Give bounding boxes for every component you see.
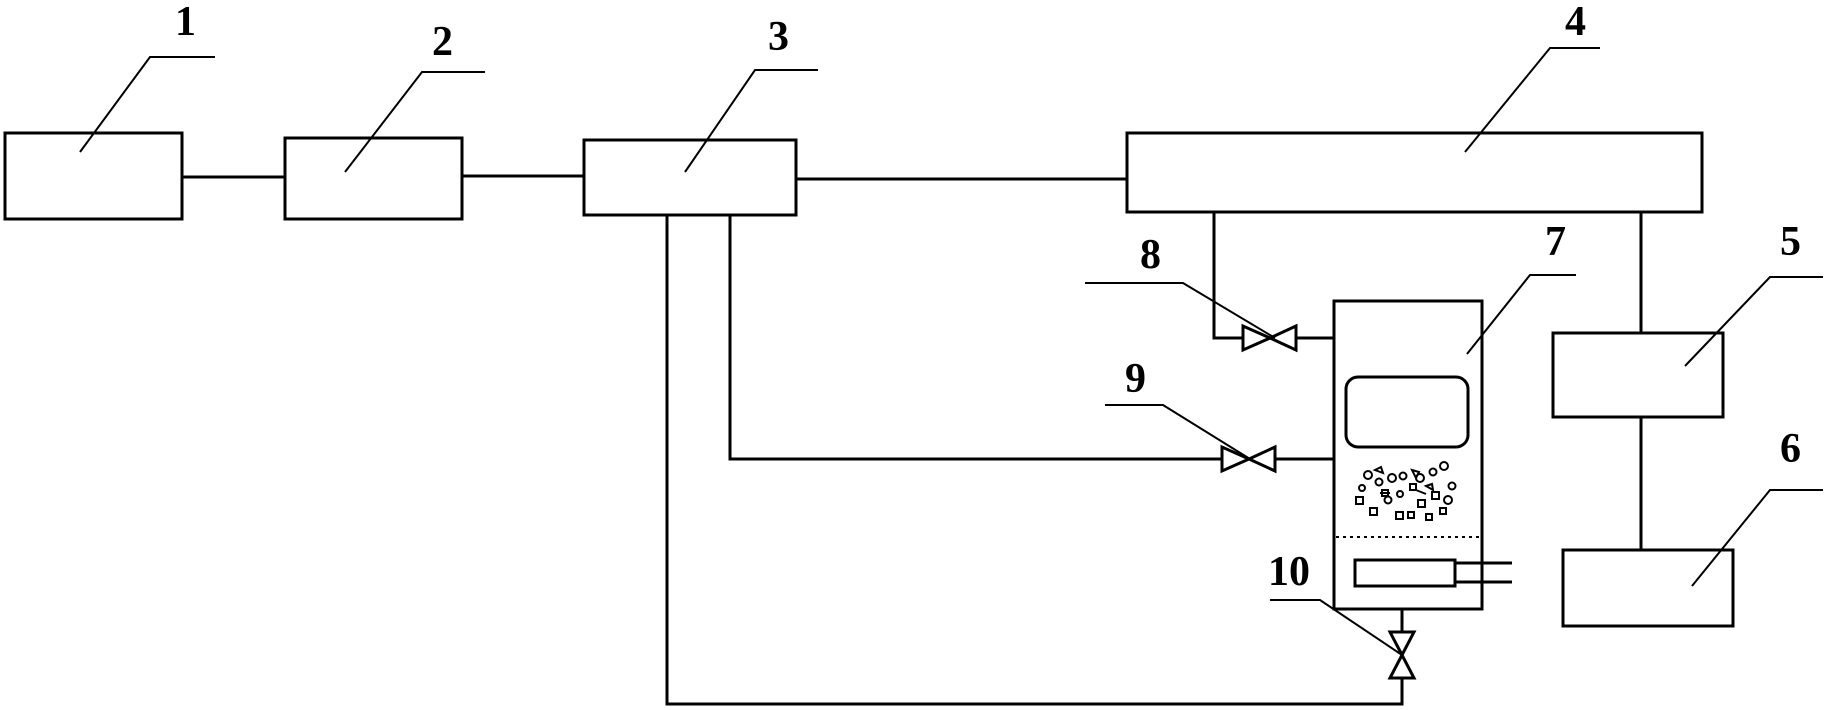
- box-4: [1125, 131, 1704, 214]
- box-6: [1561, 548, 1735, 628]
- label-4: 4: [1565, 0, 1586, 45]
- pipe-3-valve9: [728, 215, 1222, 461]
- valve-9: [1220, 444, 1277, 474]
- box-3: [582, 138, 798, 217]
- label-7: 7: [1545, 219, 1566, 265]
- leader-3: [684, 69, 818, 173]
- leader-lines: [79, 47, 1823, 656]
- label-1: 1: [175, 0, 196, 45]
- label-8: 8: [1140, 232, 1161, 278]
- leader-9: [1105, 404, 1251, 460]
- particle-cluster: [1355, 461, 1457, 521]
- label-10: 10: [1268, 549, 1310, 595]
- leader-2: [344, 71, 485, 173]
- leader-1: [79, 56, 215, 153]
- label-2: 2: [432, 19, 453, 65]
- label-5: 5: [1780, 219, 1801, 265]
- box-5: [1551, 331, 1725, 419]
- leader-5: [1684, 276, 1823, 367]
- heater-element: [1353, 558, 1457, 588]
- box-2: [283, 136, 464, 221]
- valve-8: [1241, 323, 1298, 353]
- valve-10: [1387, 630, 1417, 680]
- leader-8: [1085, 282, 1276, 339]
- leader-7: [1466, 274, 1576, 355]
- leader-4: [1464, 47, 1600, 153]
- leader-10: [1270, 599, 1403, 656]
- label-9: 9: [1125, 356, 1146, 402]
- box-1: [3, 131, 184, 221]
- pipe-4-valve8: [1212, 212, 1243, 340]
- vessel-window: [1344, 375, 1470, 449]
- label-6: 6: [1780, 426, 1801, 472]
- leader-6: [1691, 489, 1823, 587]
- label-3: 3: [768, 14, 789, 60]
- vessel-7: [1332, 299, 1512, 611]
- pipe-valve10-return: [665, 215, 1404, 706]
